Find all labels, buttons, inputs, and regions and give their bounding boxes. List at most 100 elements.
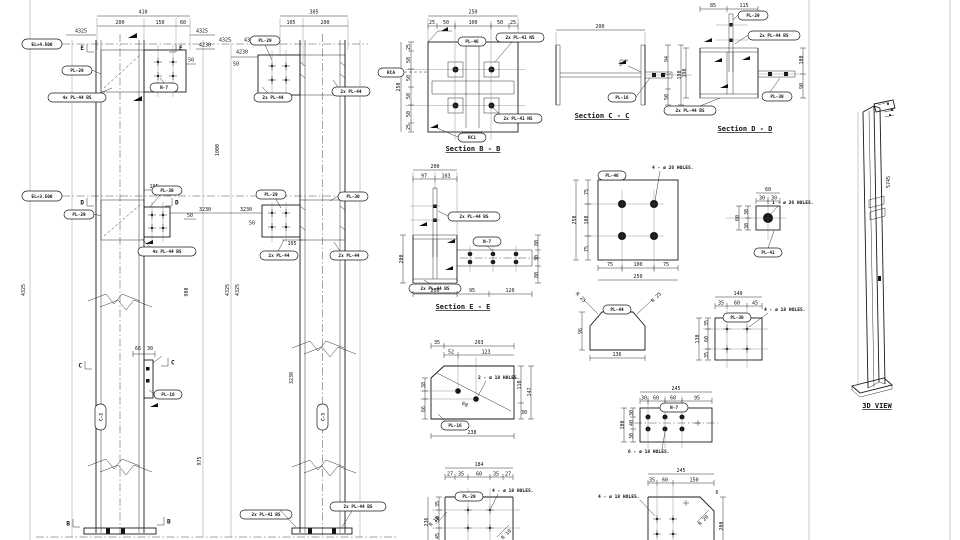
dim-label: 100 — [468, 20, 477, 26]
part-label: PL-41 — [761, 250, 775, 256]
section-title: Section B - B — [446, 145, 501, 153]
dim-label: 27 — [505, 472, 511, 478]
dim-label: 50 — [406, 57, 412, 63]
part-label: 2x PL-44 — [338, 253, 360, 259]
part-tag — [454, 491, 484, 502]
dim-label: 123 — [481, 350, 490, 356]
view-3d: 5745 3D VIEW — [851, 99, 896, 410]
weld-symbol — [145, 240, 153, 244]
part-label: PL-29 — [264, 192, 278, 198]
weld-symbol — [447, 239, 455, 243]
weld-symbol — [128, 33, 137, 38]
weld-symbol — [419, 222, 427, 226]
dim-label: 60 — [476, 472, 482, 478]
dim-label: 250 — [633, 274, 642, 280]
holes-note: 1 - ø 26 HOLES. — [772, 200, 814, 206]
part-label: PL-16 — [448, 423, 462, 429]
part-label: 4x PL-44 BS — [62, 95, 91, 101]
elevation-tag — [21, 190, 63, 202]
section-title: Section C - C — [575, 112, 630, 120]
dim-label: 184 — [474, 462, 483, 468]
dim-label: 200 — [595, 24, 604, 30]
part-label: PL-29 — [462, 494, 476, 500]
dim-label: 60 — [180, 20, 186, 26]
detail-n7: 245 30 60 60 95 30 40 30 100 N-7 6 - ø 1… — [620, 386, 718, 455]
grid-tag — [377, 67, 405, 78]
dim-label: 75 — [584, 189, 590, 195]
grid-label: RCA — [387, 70, 395, 76]
part-tag — [151, 185, 183, 196]
weld-symbol — [133, 96, 142, 101]
part-tag — [607, 92, 637, 103]
part-label: 2x PL-41 NS — [503, 116, 532, 122]
section-marker-d: D — [175, 200, 179, 207]
dim-label: 100 — [633, 262, 642, 268]
part-tag — [722, 312, 752, 323]
dim-label: 410 — [138, 10, 147, 16]
dim-label: 50 — [233, 62, 239, 68]
dim-label: 60 — [662, 478, 668, 484]
part-label: 2x PL-41 NS — [505, 35, 534, 41]
section-d-d: 85 115 190 100 90 PL-29 2x PL-44 BS PL-3… — [663, 3, 806, 133]
dim-label: 4230 — [199, 43, 211, 49]
dim-label: 30 — [629, 433, 635, 439]
dim-label: 30 — [147, 346, 153, 352]
dim-label: 50 — [443, 20, 449, 26]
part-tag — [457, 36, 487, 47]
section-e-e: 200 97 103 N-7 2x PL-44 BS 2x PL-44 BS 8… — [399, 164, 542, 311]
part-label: N-7 — [483, 239, 491, 245]
part-label: PL-44 — [610, 307, 624, 313]
dim-label: 200 — [719, 521, 725, 530]
plate-outline — [430, 365, 515, 420]
dim-label: 250 — [396, 82, 402, 91]
section-marker-e: E — [80, 45, 84, 52]
dim-label: 100 — [584, 215, 590, 224]
holes-note: 2 - ø 18 HOLES. — [478, 375, 520, 381]
column-mark: C-3 — [320, 413, 326, 421]
dim-label: 50 — [664, 94, 670, 100]
dim-label: 203 — [474, 340, 483, 346]
drawing-frame — [29, 0, 951, 540]
section-marker-e: E — [179, 45, 183, 52]
part-label: 4x PL-44 BS — [152, 249, 181, 255]
dim-label: 245 — [676, 468, 685, 474]
weld-symbol — [720, 84, 728, 88]
dim-label: 66 — [135, 346, 141, 352]
part-label: 2x PL-44 BS — [759, 33, 788, 39]
weld-symbol — [441, 27, 448, 31]
dim-label: 5745 — [886, 176, 892, 188]
dim-label: 103 — [441, 174, 450, 180]
dim-label: 200 — [320, 20, 329, 26]
gusset-plate — [143, 359, 154, 399]
weld-symbol — [704, 38, 712, 42]
dim-label: 305 — [309, 10, 318, 16]
dim-label: 4325 — [225, 284, 231, 296]
dim-label: 60 — [734, 301, 740, 307]
dim-label: 200 — [430, 288, 439, 294]
dim-label: 80 — [534, 240, 540, 246]
detail-pl16: 60 35 203 52 123 38 66 110 30 147 238 2 … — [420, 340, 534, 439]
part-label: 2x PL-44 BS — [343, 504, 372, 510]
part-tag — [329, 250, 369, 261]
dim-label: 35 — [434, 340, 440, 346]
bracket-plate — [143, 206, 171, 238]
part-tag — [259, 250, 299, 261]
dim-label: 27 — [447, 472, 453, 478]
dim-label: 150 — [155, 20, 164, 26]
part-tag — [440, 420, 470, 431]
dim-label: 190 — [682, 68, 688, 77]
section-marker-c: C — [171, 360, 175, 367]
part-label: PL-30 — [346, 194, 360, 200]
elevation-label: EL+4.500 — [31, 42, 53, 48]
plate-outline — [589, 311, 646, 351]
part-tag — [663, 105, 717, 116]
part-label: 2x PL-44 — [340, 89, 362, 95]
dim-label: 50 — [435, 516, 441, 522]
holes-note: 4 - ø 18 HOLES. — [598, 494, 640, 500]
dim-label: 110 — [517, 380, 523, 389]
dim-label: 35 — [435, 501, 441, 507]
dim-label: 45 — [752, 301, 758, 307]
elevation-label: EL+3.500 — [31, 194, 53, 200]
part-label: PL-29 — [258, 38, 272, 44]
base-plate — [83, 527, 157, 535]
